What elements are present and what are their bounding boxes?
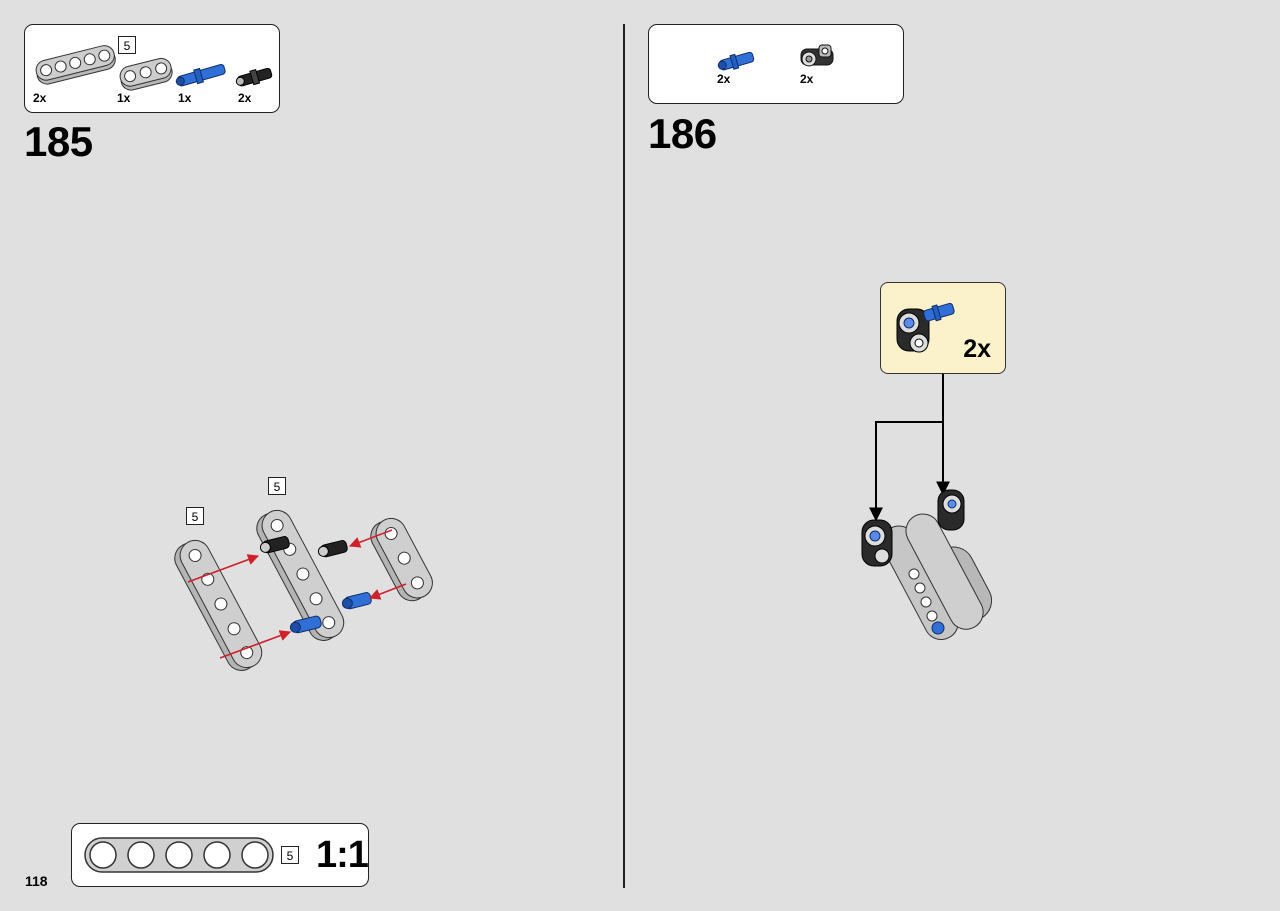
pin-black-part-icon [235, 67, 273, 87]
beam-length-badge: 5 [186, 507, 204, 525]
part-qty: 2x [717, 72, 731, 86]
assembly-diagram-186 [861, 489, 993, 640]
beam-3-part-icon [119, 57, 173, 91]
ruler-beam-icon [84, 837, 274, 873]
part-qty: 1x [117, 91, 131, 105]
page-number: 118 [25, 873, 48, 889]
assembly-diagram-185 [174, 509, 433, 671]
axle-pin-blue-part-icon [175, 63, 226, 87]
step-number-186: 186 [648, 110, 717, 157]
ruler-scale: 1:1 [316, 834, 369, 876]
pin-black-upper-left [259, 536, 290, 554]
pin-connector-right [937, 489, 965, 531]
beam-length-badge: 5 [118, 36, 136, 54]
red-arrow [187, 554, 260, 583]
axle-pin-blue-lower-left [289, 615, 322, 634]
sub-assembly-callout: 2x [880, 282, 1006, 374]
part-qty: 2x [800, 72, 814, 86]
axle-pin-blue-lower-right [341, 592, 372, 610]
beam-5-part-icon [35, 45, 116, 85]
parts-list-185: 5 2x 1x 1x 2x [24, 24, 280, 113]
red-arrow [219, 630, 292, 659]
callout-arrow-left [869, 374, 944, 522]
part-qty: 1x [178, 91, 192, 105]
red-arrow [368, 583, 407, 600]
beam-length-badge: 5 [268, 477, 286, 495]
pin-black-upper-right [317, 540, 348, 558]
pin-connector-gray-part-icon [800, 44, 834, 67]
step-number-185: 185 [24, 118, 93, 165]
sub-assembly-icon [896, 302, 955, 353]
red-arrow [348, 529, 393, 548]
ruler-box [71, 823, 369, 887]
callout-qty: 2x [963, 335, 991, 363]
ruler-length-badge: 5 [281, 846, 299, 864]
parts-list-186-art [717, 44, 834, 71]
part-qty: 2x [33, 91, 47, 105]
parts-list-186: 2x 2x [648, 24, 904, 104]
parts-list-185-art [35, 45, 273, 91]
pin-connector-left [861, 519, 893, 567]
part-qty: 2x [238, 91, 252, 105]
page-divider [623, 24, 625, 888]
callout-arrows [869, 374, 950, 522]
beam-3-right [370, 517, 433, 602]
axle-pin-blue-short-part-icon [717, 51, 755, 71]
beam-5-left [174, 539, 263, 671]
